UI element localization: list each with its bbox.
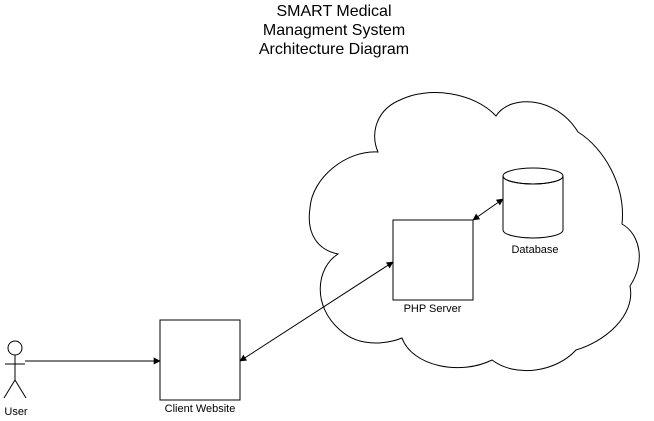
edge-client-php (239, 261, 394, 362)
title-line-1: SMART Medical (276, 3, 392, 20)
user-actor-icon (3, 340, 27, 399)
title-line-3: Architecture Diagram (258, 41, 410, 58)
title-line-2: Managment System (262, 22, 406, 39)
database-cylinder (502, 167, 564, 239)
cloud-shape (308, 92, 640, 372)
diagram-title: SMART Medical Managment System Architect… (214, 2, 454, 59)
php-server-label: PHP Server (403, 303, 462, 315)
user-label: User (4, 406, 28, 418)
edge-php-db (472, 198, 504, 221)
client-website-label: Client Website (164, 403, 236, 415)
client-website-box (159, 319, 241, 401)
php-server-box (392, 219, 474, 301)
database-label: Database (511, 244, 559, 256)
